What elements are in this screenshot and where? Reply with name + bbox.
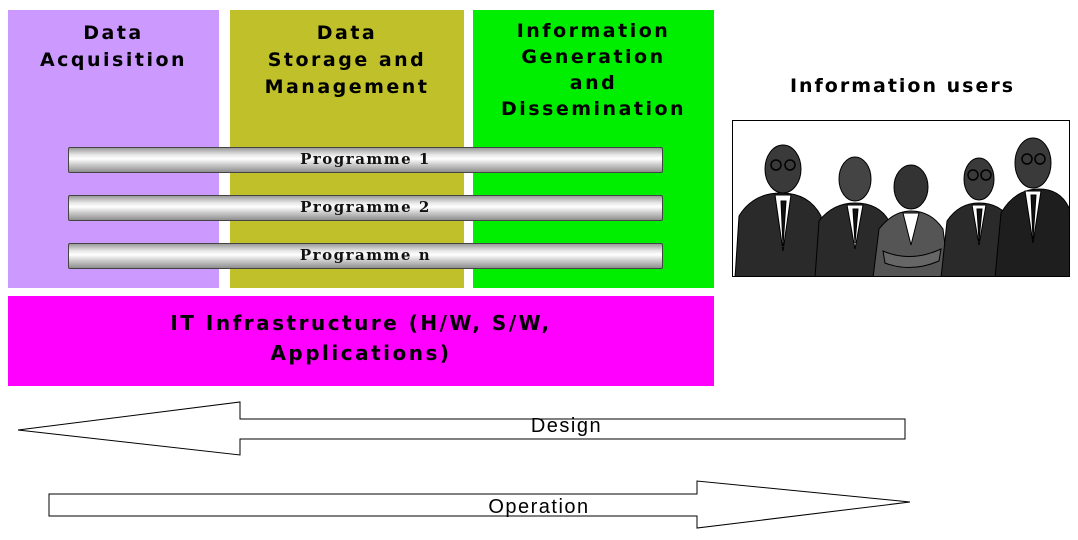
design-label: Design (530, 415, 603, 437)
it-infrastructure-box: IT Infrastructure (H/W, S/W, Application… (8, 296, 714, 386)
information-users-image (732, 120, 1070, 277)
group-of-business-people-icon (734, 137, 1069, 276)
programme-bar-2: Programme 2 (68, 195, 663, 221)
data-acquisition-label: Data Acquisition (39, 22, 188, 71)
operation-arrow (48, 480, 911, 529)
programme-bar-n: Programme n (68, 243, 663, 269)
programme-bar-1: Programme 1 (68, 147, 663, 173)
information-generation-label: Information Generation and Dissemination (500, 20, 687, 120)
information-users-title: Information users (789, 75, 1016, 97)
design-arrow (17, 401, 906, 456)
data-storage-label: Data Storage and Management (264, 22, 430, 98)
it-infrastructure-label: IT Infrastructure (H/W, S/W, Application… (170, 311, 552, 365)
operation-label: Operation (488, 496, 590, 518)
